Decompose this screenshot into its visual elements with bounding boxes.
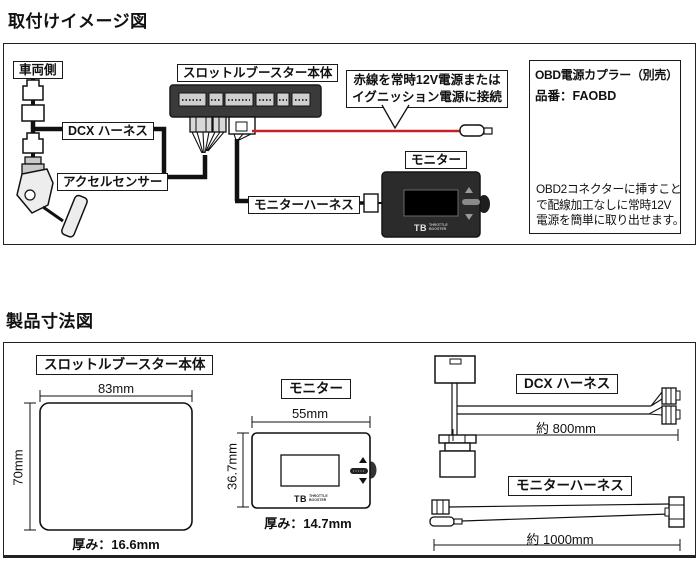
- monitor-harness-label: モニターハーネス: [248, 196, 360, 215]
- dcx-dim-label: DCX ハーネス: [516, 374, 619, 394]
- tb-logo-sub2: BOOSTER: [429, 227, 447, 231]
- accel-sensor-label: アクセルセンサー: [57, 173, 169, 192]
- monitor-harness-dimension-drawing: [429, 496, 685, 551]
- tb-logo-sub2: BOOSTER: [309, 498, 327, 502]
- obd-part-no: 品番：FAOBD: [535, 89, 617, 103]
- monitor-thickness: 厚み：14.7mm: [264, 516, 352, 531]
- monitor-height: 36.7mm: [224, 443, 240, 490]
- monitor-logo: TB THROTTLE BOOSTER: [414, 223, 448, 233]
- down-arrow-icon: [465, 214, 473, 220]
- monitor-label: モニター: [405, 151, 468, 170]
- main-unit-dimension-drawing: [24, 390, 193, 531]
- monitor-dim-logo: TB THROTTLE BOOSTER: [294, 494, 328, 504]
- bubble-pointer: [381, 104, 410, 130]
- obd-desc-line3: 電源を簡単に取り出せます。: [536, 213, 685, 227]
- main-unit-height: 70mm: [10, 449, 26, 486]
- red-wire-note: 赤線を常時12V電源または イグニッション電源に接続: [346, 70, 508, 108]
- red-wire-note-line1: 赤線を常時12V電源または: [353, 73, 501, 87]
- obd-desc-line2: で配線加工なしに常時12V: [536, 197, 672, 212]
- vehicle-side-label: 車両側: [13, 61, 63, 80]
- dcx-harness-dimension-drawing: [434, 355, 681, 478]
- monitor-harness-length: 約 1000mm: [526, 532, 594, 547]
- tb-logo: TB: [294, 494, 307, 504]
- main-unit-drawing: [169, 84, 322, 135]
- down-arrow-icon: [359, 478, 367, 484]
- tb-logo: TB: [414, 223, 427, 233]
- main-unit-dim-label: スロットルブースター本体: [36, 355, 214, 375]
- dcx-length: 約 800mm: [536, 421, 596, 436]
- monitor-dimension-drawing: [237, 416, 377, 509]
- obd-description: OBD2コネクターに挿すこと で配線加工なしに常時12V 電源を簡単に取り出せま…: [536, 182, 685, 229]
- monitor-device-drawing: [381, 171, 490, 238]
- main-unit-width: 83mm: [97, 381, 135, 396]
- monitor-dim-label: モニター: [281, 379, 351, 399]
- dcx-harness-label: DCX ハーネス: [62, 122, 154, 141]
- accel-pedal-drawing: [16, 156, 88, 238]
- dimensions-diagram: [24, 355, 685, 551]
- dimensions-section-title: 製品寸法図: [6, 312, 94, 331]
- up-arrow-icon: [465, 187, 473, 193]
- obd-coupler-box: OBD電源カプラー（別売） 品番：FAOBD OBD2コネクターに挿すこと で配…: [529, 60, 685, 234]
- main-unit-label: スロットルブースター本体: [177, 64, 339, 83]
- obd-desc-line1: OBD2コネクターに挿すこと: [536, 182, 682, 196]
- tb-logo-sub1: THROTTLE: [309, 494, 328, 499]
- main-unit-thickness: 厚み：16.6mm: [72, 537, 160, 552]
- monitor-harness-dim-label: モニターハーネス: [508, 476, 632, 496]
- red-wire-note-line2: イグニッション電源に接続: [352, 90, 502, 104]
- monitor-width: 55mm: [291, 406, 329, 421]
- red-power-wire: [252, 124, 493, 137]
- vehicle-connector-chain: [21, 77, 45, 159]
- obd-title: OBD電源カプラー（別売）: [535, 68, 678, 82]
- up-arrow-icon: [359, 457, 367, 463]
- install-section-title: 取付けイメージ図: [8, 12, 148, 31]
- tb-logo-sub1: THROTTLE: [429, 223, 448, 228]
